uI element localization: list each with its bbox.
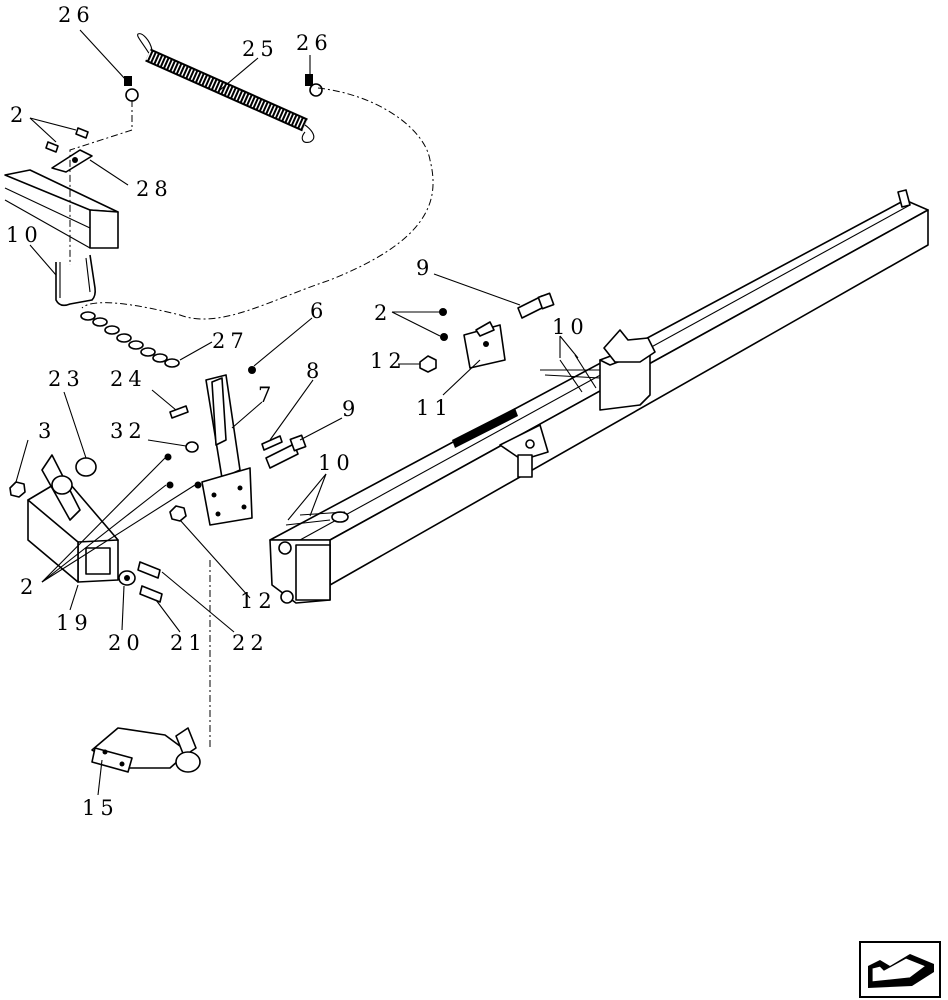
callout-8: 8 bbox=[306, 359, 324, 383]
plate-11 bbox=[463, 321, 506, 369]
callout-22: 22 bbox=[232, 631, 269, 655]
callout-2-upper-left: 2 bbox=[10, 103, 28, 127]
callout-21: 21 bbox=[170, 631, 207, 655]
callout-12-upper: 12 bbox=[370, 349, 407, 373]
callout-26-left: 26 bbox=[58, 3, 95, 27]
callout-23: 23 bbox=[48, 367, 85, 391]
callout-26-right: 26 bbox=[296, 31, 333, 55]
arm-plate-7 bbox=[201, 374, 253, 526]
callout-32: 32 bbox=[110, 419, 147, 443]
bracket-28 bbox=[45, 127, 93, 173]
callout-3: 3 bbox=[38, 419, 56, 443]
callout-9-lower: 9 bbox=[342, 397, 360, 421]
upper-tube bbox=[4, 169, 119, 249]
callout-7: 7 bbox=[258, 383, 276, 407]
direction-arrow-icon[interactable] bbox=[859, 941, 941, 998]
callout-24: 24 bbox=[110, 367, 147, 391]
callout-25: 25 bbox=[242, 37, 279, 61]
callout-10-right: 10 bbox=[552, 315, 589, 339]
callout-15: 15 bbox=[82, 796, 119, 820]
eye-bolt-right bbox=[305, 74, 323, 97]
callout-28: 28 bbox=[136, 177, 173, 201]
callout-10-upper-left: 10 bbox=[6, 223, 43, 247]
callout-20: 20 bbox=[108, 631, 145, 655]
callout-19: 19 bbox=[56, 611, 93, 635]
callout-27: 27 bbox=[212, 329, 249, 353]
callout-labels: 26 25 26 2 28 10 9 2 10 12 11 6 27 23 24… bbox=[6, 3, 589, 820]
socket-19 bbox=[27, 454, 119, 583]
spring-assembly bbox=[124, 33, 323, 143]
main-frame-tube bbox=[269, 189, 929, 604]
chain bbox=[80, 87, 434, 368]
bracket-15 bbox=[91, 727, 201, 773]
callout-9-upper: 9 bbox=[416, 256, 434, 280]
callout-10-lower: 10 bbox=[318, 451, 355, 475]
callout-2-upper-right: 2 bbox=[374, 301, 392, 325]
leader-lines bbox=[15, 29, 579, 796]
callout-12-lower: 12 bbox=[240, 589, 277, 613]
callout-6: 6 bbox=[310, 299, 328, 323]
callout-2-lower-left: 2 bbox=[20, 575, 38, 599]
u-bolt-upper bbox=[55, 254, 96, 307]
callout-11: 11 bbox=[416, 396, 453, 420]
